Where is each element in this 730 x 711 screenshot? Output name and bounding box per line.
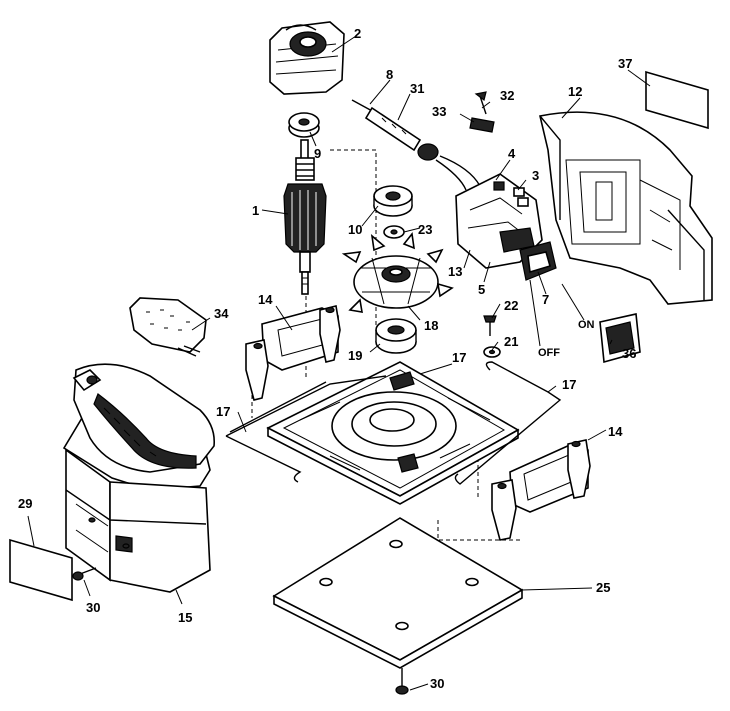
- label-part-29: 29: [18, 496, 32, 511]
- bearing-10: [373, 185, 413, 217]
- label-part-9: 9: [314, 146, 321, 161]
- screw-30-bottom: [395, 668, 409, 695]
- retaining-wires: [225, 361, 562, 485]
- label-29: [9, 538, 73, 602]
- fan: [341, 232, 454, 313]
- label-part-25: 25: [596, 580, 610, 595]
- label-part-34: 34: [214, 306, 229, 321]
- label-part-21: 21: [504, 334, 518, 349]
- label-part-22: 22: [504, 298, 518, 313]
- switch-on-label: ON: [578, 319, 595, 331]
- label-part-33: 33: [432, 104, 446, 119]
- field-coil: [269, 21, 345, 95]
- label-part-2: 2: [354, 26, 361, 41]
- housing-assembly: [62, 363, 216, 593]
- label-part-3: 3: [532, 168, 539, 183]
- washer-23: [383, 225, 405, 239]
- label-part-13: 13: [448, 264, 462, 279]
- power-cord: [351, 99, 481, 191]
- label-part-1: 1: [252, 203, 259, 218]
- armature: [283, 139, 327, 295]
- screw-30-left: [72, 567, 97, 581]
- label-part-31: 31: [410, 81, 424, 96]
- label-part-8: 8: [386, 67, 393, 82]
- switch-off-label: OFF: [538, 347, 560, 359]
- label-part-4: 4: [508, 146, 516, 161]
- label-37: [645, 70, 709, 130]
- switch-cover: [599, 313, 641, 364]
- label-part-14-left: 14: [258, 292, 273, 307]
- washer-21: [483, 346, 501, 358]
- screw-22: [483, 315, 497, 336]
- housing-half: [539, 111, 713, 305]
- circuit-board: [129, 297, 207, 357]
- label-part-12: 12: [568, 84, 582, 99]
- switch-rocker: [519, 241, 557, 281]
- label-part-32: 32: [500, 88, 514, 103]
- part-labels: 1 2 3 4 5 7 8 9 10 12 13 14 14 15 17 17 …: [18, 26, 636, 691]
- bearing-19: [375, 318, 417, 354]
- label-part-17-right: 17: [562, 377, 576, 392]
- label-part-17-left: 17: [216, 404, 230, 419]
- bracket-left: [245, 305, 341, 401]
- label-part-17-top: 17: [452, 350, 466, 365]
- leader-lines: [27, 35, 651, 691]
- label-part-19: 19: [348, 348, 362, 363]
- label-part-10: 10: [348, 222, 362, 237]
- label-part-23: 23: [418, 222, 432, 237]
- label-part-30-bottom: 30: [430, 676, 444, 691]
- switch-assembly: [455, 173, 543, 269]
- bearing-9: [288, 112, 320, 138]
- label-part-36: 36: [622, 346, 636, 361]
- bracket-right: [491, 439, 591, 541]
- label-part-7: 7: [542, 292, 549, 307]
- label-part-18: 18: [424, 318, 438, 333]
- label-part-14-right: 14: [608, 424, 623, 439]
- label-part-37: 37: [618, 56, 632, 71]
- label-part-15: 15: [178, 610, 192, 625]
- label-part-30-left: 30: [86, 600, 100, 615]
- clamp-and-screw: [469, 91, 495, 133]
- base-plate: [266, 361, 520, 505]
- label-part-5: 5: [478, 282, 485, 297]
